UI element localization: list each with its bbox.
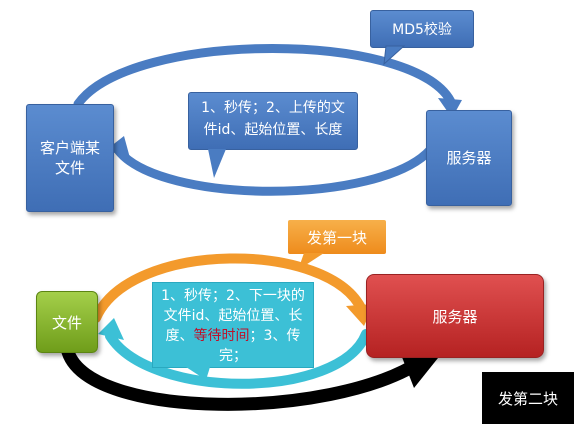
response-arc — [105, 329, 371, 389]
top-lower-arc — [113, 145, 435, 196]
response-arrowhead — [98, 318, 124, 340]
second-block-callout: 发第二块 — [482, 372, 574, 424]
bottom-info-part2: ；3、传完； — [219, 328, 301, 364]
top-info-callout: 1、秒传；2、上传的文件id、起始位置、长度 — [188, 92, 358, 150]
second-block-label: 发第二块 — [497, 389, 558, 408]
client-file-box: 客户端某 文件 — [26, 104, 114, 212]
first-block-callout: 发第一块 — [288, 220, 386, 254]
bottom-server-box: 服务器 — [366, 274, 544, 358]
bottom-info-callout: 1、秒传；2、下一块的文件id、起始位置、长度、等待时间；3、传完； — [152, 282, 314, 368]
bottom-file-label: 文件 — [51, 313, 82, 332]
top-lower-arrowhead — [106, 136, 130, 158]
bottom-server-label: 服务器 — [432, 307, 478, 326]
first-block-label: 发第一块 — [306, 228, 367, 247]
md5-callout: MD5校验 — [370, 10, 474, 48]
second-block-arrowhead — [400, 352, 438, 388]
bottom-file-box: 文件 — [36, 291, 98, 353]
top-upper-arc — [73, 44, 457, 109]
md5-label: MD5校验 — [392, 22, 452, 38]
top-upper-arrowhead — [438, 98, 462, 118]
top-info-text: 1、秒传；2、上传的文件id、起始位置、长度 — [201, 100, 345, 138]
bottom-info-part1: 1、秒传；2、下一块的文件id、起始位置、长度、 — [161, 288, 305, 344]
first-block-arc — [91, 253, 367, 323]
bottom-info-wait: 等待时间 — [193, 328, 250, 344]
second-block-arc — [61, 345, 427, 411]
top-server-box: 服务器 — [426, 110, 512, 206]
